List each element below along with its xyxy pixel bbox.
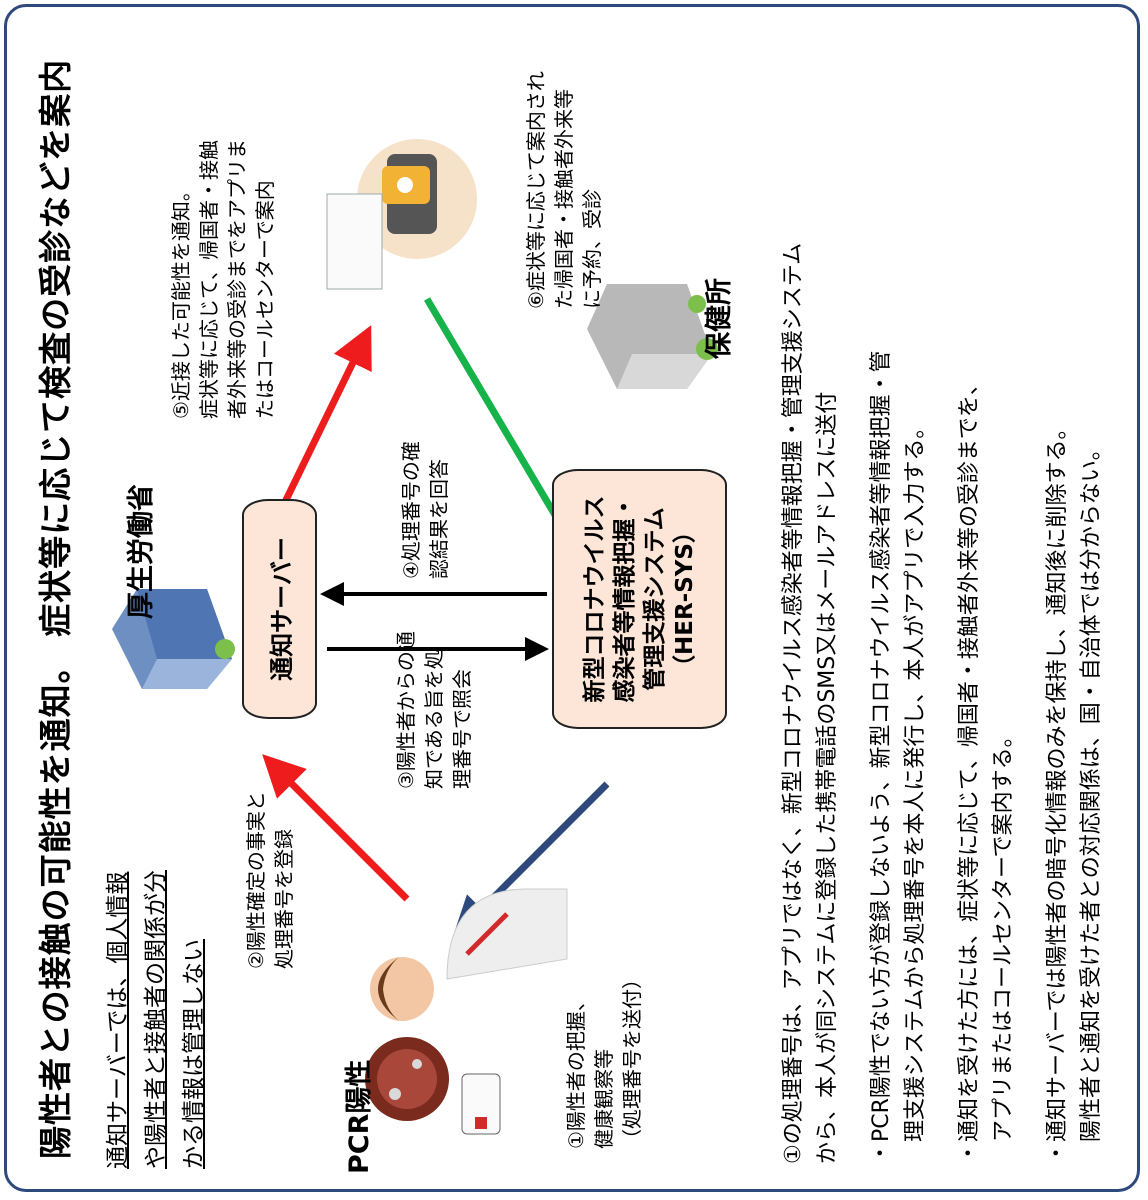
virus-icon (365, 1037, 449, 1121)
footnote-3: ・通知を受けた方には、症状等に応じて、帰国者・接触者外来等の受診までを、 アプリ… (953, 34, 1021, 1164)
step-4-line-2: 認結果を回答 (427, 459, 451, 579)
footnote-1-line-2: から、本人が同システムに登録した携帯電話のSMS又はメールアドレスに送付 (815, 391, 840, 1164)
label-health-center: 保健所 (704, 278, 735, 359)
label-pcr-positive: PCR陽性 (344, 1059, 375, 1174)
step-3-label: ③陽性者からの通 知である旨を処 理番号で照会 (392, 631, 476, 789)
footnote-1-line-1: ①の処理番号は、アプリではなく、新型コロナウイルス感染者等情報把握・管理支援シス… (781, 242, 806, 1164)
diagram-graphics (112, 139, 718, 1135)
step-2-label: ②陽性確定の事実と 処理番号を登録 (242, 791, 298, 969)
step-5-line-2: 症状等に応じて、帰国者・接触 (197, 140, 221, 419)
step-1-label: ①陽性者の把握、 健康観察等 （処理番号を送付） (562, 969, 646, 1149)
footnote-4-line-1: ・通知サーバーでは陽性者の暗号化情報のみを保持し、通知後に削除する。 (1045, 417, 1070, 1164)
footnote-2-line-1: ・PCR陽性でない方が登録しないよう、新型コロナウイルス感染者等情報把握・管 (869, 350, 894, 1164)
step-1-line-3: （処理番号を送付） (620, 969, 644, 1149)
notification-server-cylinder: 通知サーバー (242, 499, 317, 719)
notification-server-label: 通知サーバー (268, 537, 296, 681)
hersys-line-3: 管理支援システム (641, 507, 668, 691)
hersys-line-1: 新型コロナウイルス (581, 495, 608, 703)
footnote-3-line-2: アプリまたはコールセンターで案内する。 (991, 725, 1016, 1164)
step-2-line-2: 処理番号を登録 (272, 829, 296, 969)
step-1-line-2: 健康観察等 (592, 1049, 616, 1149)
person-icon (370, 888, 568, 1021)
step-5-label: ⑤近接した可能性を通知。 症状等に応じて、帰国者・接触 者外来等の受診までをアプ… (167, 139, 279, 419)
frame: 陽性者との接触の可能性を通知。 症状等に応じて検査の受診などを案内 通知サーバー… (4, 4, 1140, 1192)
hersys-line-4: （HER-SYS） (671, 520, 698, 679)
hersys-line-2: 感染者等情報把握・ (611, 495, 638, 703)
mhlw-building-icon (112, 589, 235, 689)
step-6-line-3: に予約、受診 (580, 189, 604, 309)
hersys-cylinder: 新型コロナウイルス 感染者等情報把握・ 管理支援システム （HER-SYS） (552, 469, 727, 729)
footnote-4: ・通知サーバーでは陽性者の暗号化情報のみを保持し、通知後に削除する。 陽性者と通… (1041, 34, 1109, 1164)
phone-icon (461, 1073, 501, 1135)
step-4-label: ④処理番号の確 認結果を回答 (397, 441, 453, 579)
smartphone-notification-icon (326, 139, 477, 290)
footnotes: ①の処理番号は、アプリではなく、新型コロナウイルス感染者等情報把握・管理支援シス… (777, 34, 1129, 1164)
arrow-2 (262, 754, 410, 902)
step-5-line-3: 者外来等の受診までをアプリま (225, 139, 249, 419)
step-4-line-1: ④処理番号の確 (399, 441, 423, 579)
footnote-4-line-2: 陽性者と通知を受けた者との対応関係は、国・自治体では分からない。 (1079, 438, 1104, 1164)
step-6-label: ⑥症状等に応じて案内され た帰国者・接触者外来等 に予約、受診 (522, 71, 606, 309)
step-3-line-3: 理番号で照会 (450, 669, 474, 789)
footnote-2: ・PCR陽性でない方が登録しないよう、新型コロナウイルス感染者等情報把握・管 理… (865, 34, 933, 1164)
step-3-line-1: ③陽性者からの通 (394, 631, 418, 789)
step-6-line-1: ⑥症状等に応じて案内され (524, 71, 548, 309)
label-mhlw: 厚生労働省 (126, 484, 157, 619)
diagram-canvas: 陽性者との接触の可能性を通知。 症状等に応じて検査の受診などを案内 通知サーバー… (7, 7, 1137, 1189)
step-6-line-2: た帰国者・接触者外来等 (552, 89, 576, 309)
health-center-building-icon (587, 284, 718, 389)
step-1-line-1: ①陽性者の把握、 (564, 991, 588, 1149)
step-2-line-1: ②陽性確定の事実と (244, 791, 268, 969)
step-3-line-2: 知である旨を処 (422, 649, 446, 789)
footnote-3-line-1: ・通知を受けた方には、症状等に応じて、帰国者・接触者外来等の受診までを、 (957, 373, 982, 1164)
footnote-2-line-2: 理支援システムから処理番号を本人に発行し、本人がアプリで入力する。 (903, 416, 928, 1164)
step-5-line-4: たはコールセンターで案内 (253, 180, 277, 419)
step-5-line-1: ⑤近接した可能性を通知。 (169, 181, 193, 419)
footnote-1: ①の処理番号は、アプリではなく、新型コロナウイルス感染者等情報把握・管理支援シス… (777, 34, 845, 1164)
